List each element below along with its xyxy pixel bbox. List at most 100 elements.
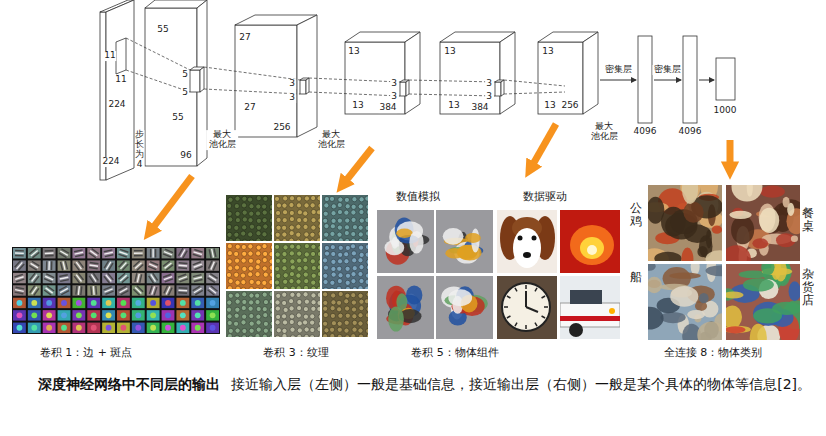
image-blob	[699, 293, 709, 303]
filter-stripe	[118, 254, 126, 257]
layer-label: 密集层	[604, 65, 633, 75]
texture-dot	[270, 225, 272, 230]
filter-stripe	[178, 274, 186, 277]
texture-dot	[228, 266, 233, 271]
texture-dot	[249, 279, 254, 284]
pointer-arrow	[532, 124, 556, 166]
texture-dot	[296, 244, 301, 249]
texture-dot	[233, 321, 238, 326]
filter-tile	[176, 323, 189, 333]
texture-dot	[263, 299, 268, 304]
texture-dot	[323, 292, 328, 297]
texture-dot	[241, 244, 246, 249]
filter-stripe	[16, 279, 24, 282]
layer-volume	[106, 0, 134, 180]
filter-cell	[102, 310, 115, 320]
filter-stripe	[149, 276, 154, 283]
texture-dot	[226, 272, 231, 277]
texture-dot	[365, 196, 368, 201]
texture-dot	[337, 321, 342, 326]
texture-dot	[234, 258, 239, 263]
texture-dot	[228, 217, 233, 222]
stride-label: 步长为4	[135, 130, 144, 170]
texture-dot	[234, 203, 239, 208]
texture-dot	[310, 251, 315, 256]
filter-spot	[61, 312, 67, 318]
texture-dot	[365, 286, 368, 289]
texture-dot	[329, 287, 334, 289]
texture-dot	[256, 245, 261, 250]
filter-tile	[206, 248, 219, 258]
filter-stripe	[75, 252, 84, 254]
clock-tick	[525, 325, 527, 329]
photo-shape	[570, 225, 614, 265]
texture-dot	[290, 265, 295, 270]
label-anchor: 3	[390, 79, 398, 89]
filter-tile	[147, 260, 160, 270]
filter-tile	[206, 285, 219, 295]
dimension-label: 3	[288, 93, 296, 103]
filter-spot	[46, 312, 52, 318]
simulated-image	[377, 276, 434, 339]
filter-cell	[13, 248, 26, 258]
texture-dot	[366, 328, 368, 333]
filter-stripe	[89, 253, 96, 258]
label-anchor: 55	[156, 25, 169, 35]
filter-spot	[17, 300, 23, 306]
dimension-label: 5	[181, 88, 189, 98]
layer-volume	[145, 0, 207, 8]
filter-cell	[43, 273, 56, 283]
layer-label: 最大 池化层	[588, 122, 620, 142]
texture-dot	[262, 292, 267, 297]
image-content	[274, 291, 320, 337]
texture-dot	[352, 225, 357, 230]
texture-dot	[330, 306, 335, 311]
texture-dot	[358, 245, 363, 250]
texture-dot	[289, 251, 294, 256]
kernel-window	[495, 82, 501, 96]
dimension-label: 256	[272, 123, 291, 133]
texture-dot	[365, 273, 368, 278]
photo-shape	[570, 290, 602, 304]
texture-dot	[323, 300, 328, 305]
label-anchor: 5	[181, 70, 189, 80]
texture-dot	[304, 279, 309, 284]
label-anchor: 11	[103, 51, 116, 61]
filter-cell	[132, 298, 145, 308]
filter-stripe	[155, 249, 156, 258]
texture-dot	[235, 299, 240, 304]
texture-dot	[358, 258, 363, 263]
texture-dot	[235, 196, 240, 201]
filter-tile	[117, 285, 130, 295]
texture-dot	[249, 224, 254, 229]
texture-dot	[337, 266, 342, 271]
texture-dot	[256, 251, 261, 256]
texture-dot	[365, 313, 368, 318]
filter-stripe	[179, 262, 188, 264]
image-blob	[388, 307, 404, 332]
texture-dot	[331, 300, 336, 305]
filter-stripe	[90, 263, 99, 264]
image-content	[322, 291, 368, 337]
filter-cell	[206, 248, 219, 258]
texture-dot	[338, 238, 343, 241]
filter-spot	[31, 325, 37, 331]
image-blob	[743, 278, 774, 291]
texture-dot	[290, 327, 295, 332]
filter-cell	[191, 248, 204, 258]
texture-dot	[318, 245, 320, 250]
texture-dot	[282, 232, 287, 237]
filter-tile	[132, 323, 145, 333]
texture-dot	[330, 224, 335, 229]
filter-cell	[132, 323, 145, 333]
filter-cell	[117, 285, 130, 295]
texture-dot	[310, 335, 315, 337]
filter-cell	[43, 310, 56, 320]
texture-dot	[262, 244, 267, 249]
filter-cell	[58, 298, 71, 308]
image-blob	[660, 312, 685, 323]
filter-cell	[102, 285, 115, 295]
filter-cell	[117, 310, 130, 320]
texture-dot	[263, 224, 268, 229]
texture-dot	[352, 320, 357, 325]
